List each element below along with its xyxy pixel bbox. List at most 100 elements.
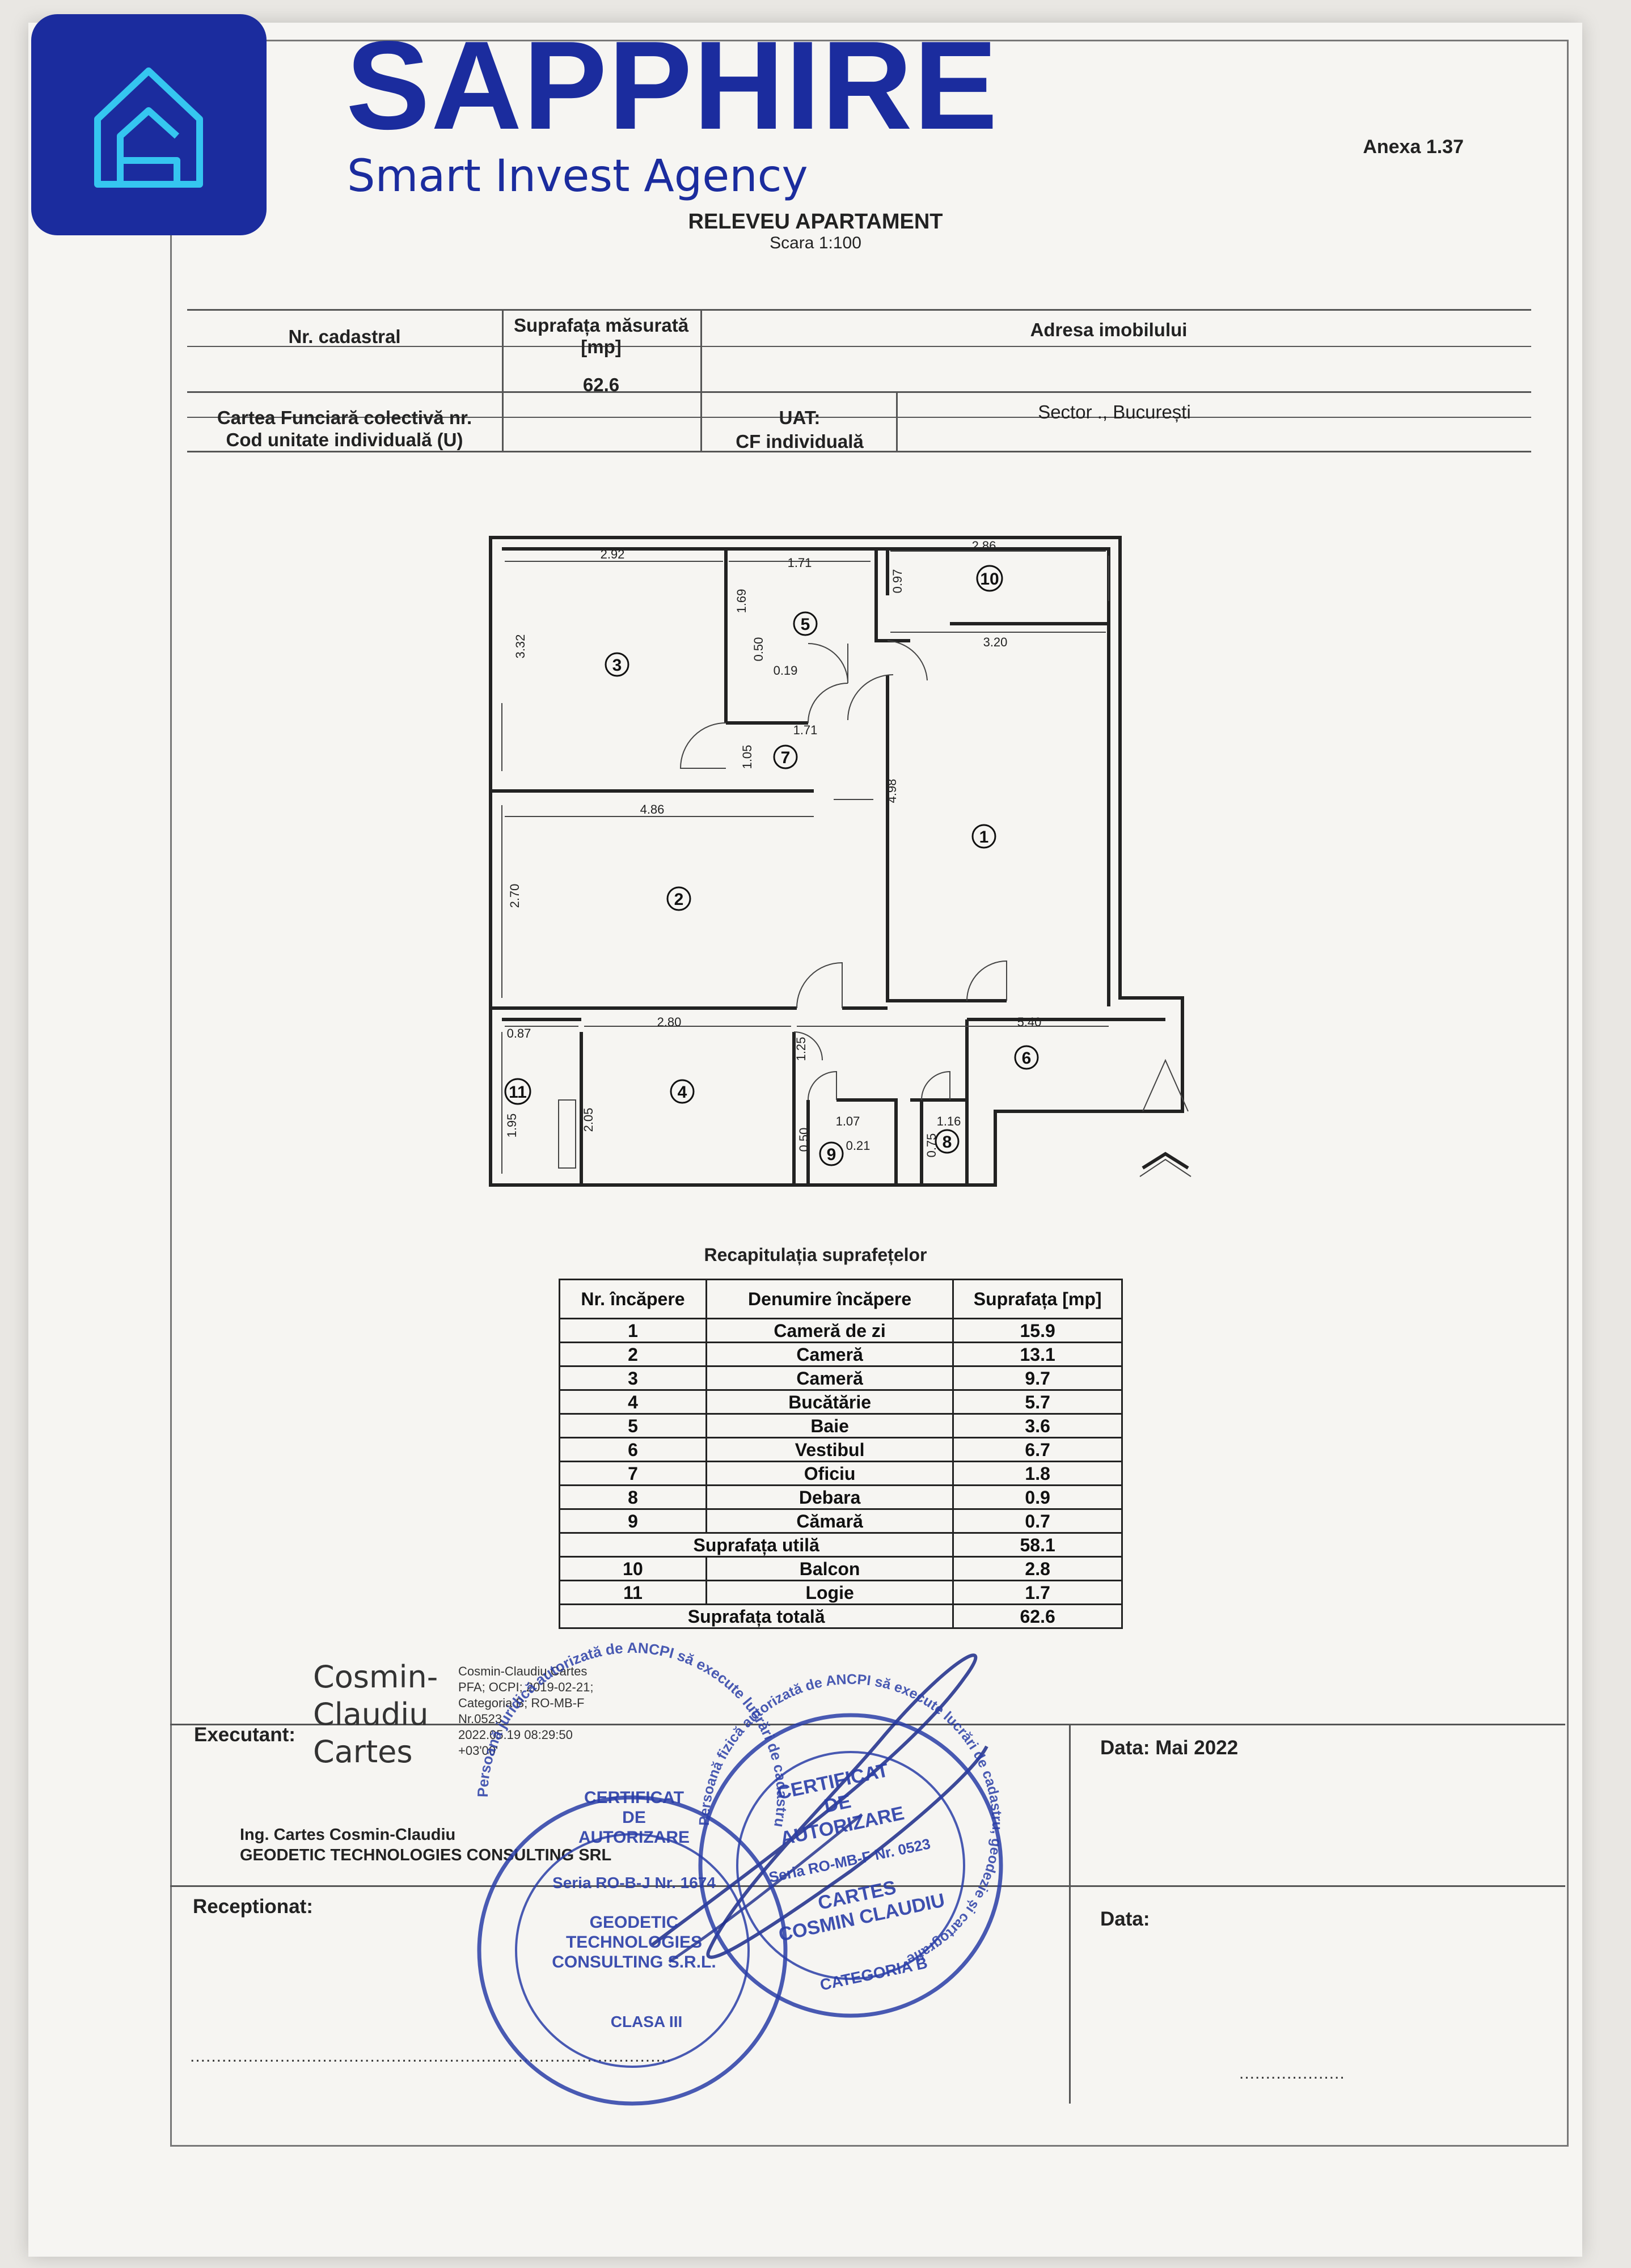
svg-text:4: 4 xyxy=(678,1083,687,1102)
svg-text:1: 1 xyxy=(979,828,989,847)
col-header: Suprafața [mp] xyxy=(952,1279,1123,1319)
summary-cell-area: 13.1 xyxy=(952,1342,1123,1367)
summary-cell-nr: 1 xyxy=(559,1318,707,1343)
summary-cell-area: 2.8 xyxy=(952,1556,1123,1581)
collective-cf-label: Cartea Funciară colectivă nr. xyxy=(217,407,472,428)
total-label: Suprafața totală xyxy=(558,1603,954,1629)
svg-text:3: 3 xyxy=(612,656,622,675)
col-header: Denumire încăpere xyxy=(705,1279,954,1319)
summary-cell-name: Debara xyxy=(705,1484,954,1510)
useful-area-row: Suprafața utilă 58.1 xyxy=(558,1532,1123,1558)
dim-label: 0.50 xyxy=(751,637,766,662)
date-label: Data: Mai 2022 xyxy=(1100,1737,1239,1759)
dim-label: 1.07 xyxy=(836,1114,860,1128)
dim-label: 1.16 xyxy=(937,1114,961,1128)
summary-cell-area: 3.6 xyxy=(952,1413,1123,1438)
summary-cell-name: Vestibul xyxy=(705,1437,954,1462)
summary-cell-area: 1.7 xyxy=(952,1580,1123,1605)
area-value: 62.6 xyxy=(582,374,620,395)
summary-cell-nr: 3 xyxy=(559,1365,707,1391)
summary-cell-name: Logie xyxy=(705,1580,954,1605)
address-label: Adresa imobilului xyxy=(1030,319,1188,340)
dim-label: 2.05 xyxy=(581,1108,595,1132)
sector-value: Sector ., București xyxy=(1038,401,1191,422)
dim-label: 3.20 xyxy=(983,635,1008,649)
summary-cell-nr: 7 xyxy=(559,1461,707,1486)
summary-cell-area: 6.7 xyxy=(952,1437,1123,1462)
dim-label: 4.86 xyxy=(640,802,665,816)
room-marker: 1 2 3 4 5 6 7 8 9 10 11 xyxy=(504,565,1039,1166)
summary-cell-name: Cămară xyxy=(705,1508,954,1534)
summary-cell-nr: 4 xyxy=(559,1389,707,1415)
digital-signer-name: Cosmin- Claudiu Cartes xyxy=(313,1659,438,1770)
summary-cell-area: 9.7 xyxy=(952,1365,1123,1391)
floor-plan: .wall{fill:none;stroke:#222;stroke-width… xyxy=(489,536,1191,1187)
brand-name: SAPPHIRE xyxy=(346,15,999,156)
useful-value: 58.1 xyxy=(952,1532,1123,1558)
dim-label: 0.97 xyxy=(890,569,905,594)
summary-title: Recapitulația suprafețelor xyxy=(704,1245,927,1265)
useful-label: Suprafața utilă xyxy=(558,1532,954,1558)
summary-cell-area: 15.9 xyxy=(952,1318,1123,1343)
dim-label: 0.21 xyxy=(846,1139,871,1153)
total-area-row: Suprafața totală 62.6 xyxy=(558,1603,1123,1629)
total-value: 62.6 xyxy=(952,1603,1123,1629)
document-frame xyxy=(170,40,1569,2147)
company-name: GEODETIC TECHNOLOGIES CONSULTING SRL xyxy=(240,1846,612,1864)
summary-cell-area: 1.8 xyxy=(952,1461,1123,1486)
svg-text:6: 6 xyxy=(1022,1049,1032,1068)
brand-tagline: Smart Invest Agency xyxy=(347,151,808,202)
house-icon xyxy=(94,67,203,188)
svg-text:8: 8 xyxy=(943,1133,952,1152)
unit-code-label: Cod unitate individuală (U) xyxy=(226,429,463,450)
dim-label: 1.25 xyxy=(794,1037,808,1061)
date-line: .................... xyxy=(1239,2064,1345,2083)
dim-label: 1.05 xyxy=(740,745,754,769)
summary-cell-name: Cameră xyxy=(705,1342,954,1367)
summary-cell-nr: 11 xyxy=(559,1580,707,1605)
summary-cell-name: Bucătărie xyxy=(705,1389,954,1415)
area-label: Suprafața măsurată [mp] xyxy=(513,315,689,357)
engineer-name: Ing. Cartes Cosmin-Claudiu xyxy=(240,1826,456,1844)
cf-individual-label: CF individuală xyxy=(736,431,864,452)
svg-text:2: 2 xyxy=(674,890,684,909)
annex-label: Anexa 1.37 xyxy=(1363,136,1464,158)
summary-cell-nr: 9 xyxy=(559,1508,707,1534)
summary-cell-nr: 6 xyxy=(559,1437,707,1462)
summary-cell-area: 0.9 xyxy=(952,1484,1123,1510)
executant-label: Executant: xyxy=(194,1724,295,1746)
summary-cell-nr: 8 xyxy=(559,1484,707,1510)
summary-table: Nr. încăpere Denumire încăpere Suprafața… xyxy=(558,1279,1123,1629)
svg-text:9: 9 xyxy=(827,1145,836,1164)
dim-label: 0.19 xyxy=(774,663,798,678)
document-title: RELEVEU APARTAMENT xyxy=(688,210,943,234)
svg-text:5: 5 xyxy=(801,615,810,634)
col-header: Nr. încăpere xyxy=(559,1279,707,1319)
dim-label: 3.32 xyxy=(513,634,527,659)
summary-cell-name: Cameră de zi xyxy=(705,1318,954,1343)
dim-label: 2.92 xyxy=(601,547,625,561)
dim-label: 1.95 xyxy=(505,1114,519,1138)
summary-cell-area: 0.7 xyxy=(952,1508,1123,1534)
summary-cell-nr: 5 xyxy=(559,1413,707,1438)
summary-cell-area: 5.7 xyxy=(952,1389,1123,1415)
summary-cell-nr: 10 xyxy=(559,1556,707,1581)
summary-cell-nr: 2 xyxy=(559,1342,707,1367)
dim-label: 4.98 xyxy=(885,779,899,803)
dim-label: 5.40 xyxy=(1017,1015,1042,1029)
uat-label: UAT: xyxy=(779,407,821,428)
summary-cell-name: Baie xyxy=(705,1413,954,1438)
svg-text:7: 7 xyxy=(781,748,791,767)
digital-signature-details: Cosmin-Claudiu Cartes PFA; OCPI; 2019-02… xyxy=(458,1664,594,1758)
dim-label: 0.50 xyxy=(797,1128,811,1152)
summary-cell-name: Cameră xyxy=(705,1365,954,1391)
